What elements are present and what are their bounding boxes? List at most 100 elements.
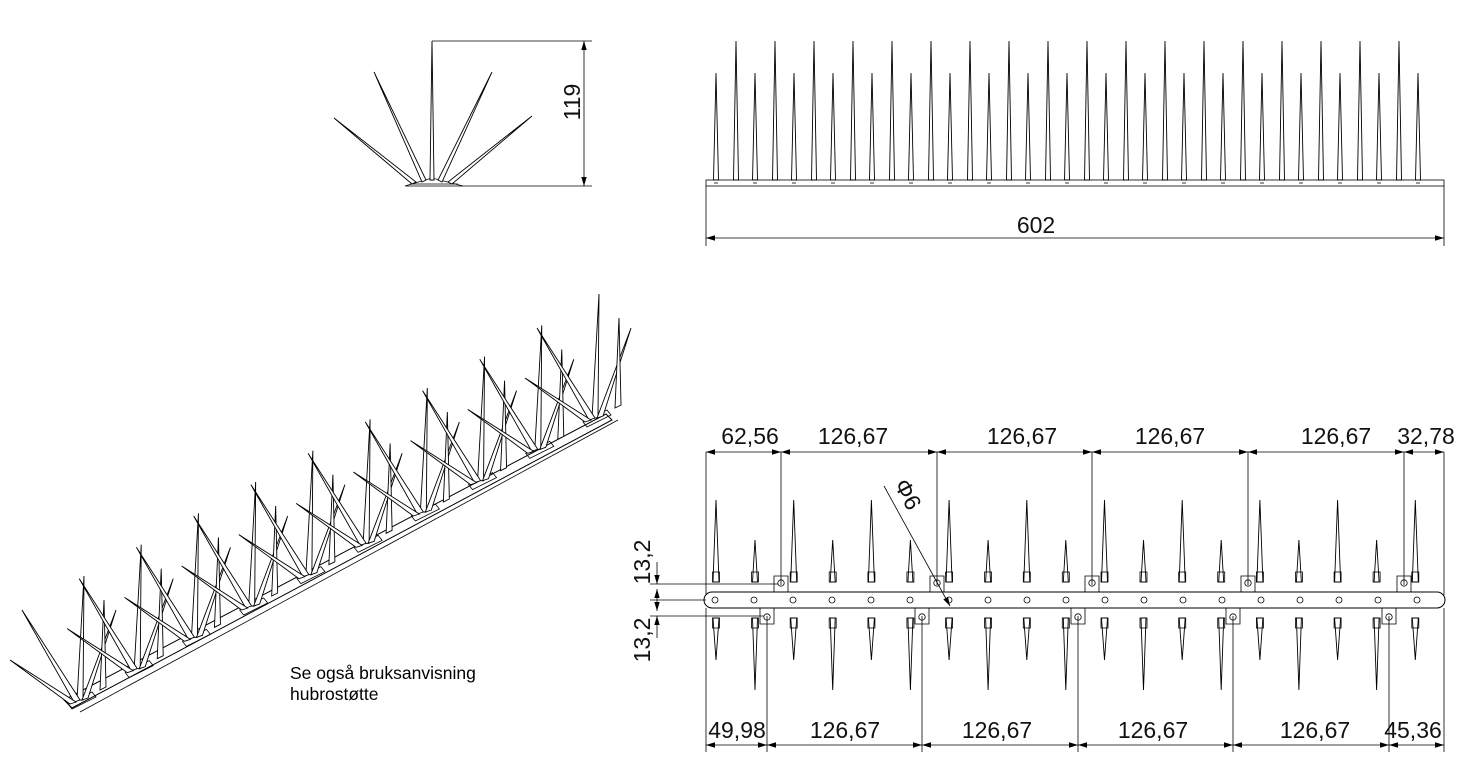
top-spike-short-down-clip [1139,617,1148,629]
top-spike-short-down-clip [984,617,992,629]
top-spike-short-up [985,539,992,583]
top-spike-long-down-clip [789,617,798,629]
front-spike-tall [1084,40,1090,181]
bottom-dimension-chain: 49,98 126,67 126,67 126,67 126,67 45,36 [705,608,1445,752]
top-spike-short-down [1373,617,1380,691]
top-spike-short-up [1140,539,1147,583]
top-spike-long-down [1023,617,1031,661]
top-spike-long-up-clip [1333,571,1342,583]
front-spike-short [1298,72,1304,181]
top-spike-long-up-clip [1411,571,1420,583]
top-spike-short-up [907,539,914,583]
strip-hole [1218,596,1226,604]
top-spike-short-down [829,617,836,691]
top-spike-long-down-clip [1333,617,1342,629]
top-spike-long-down-clip [712,617,720,629]
front-spike-tall [1357,40,1363,181]
bottom-dim-4: 126,67 [1118,717,1188,743]
iso-spike-low [181,565,249,611]
top-spike-short-down [1218,617,1225,691]
front-spike-tall [1045,40,1051,181]
top-spike-short-down-clip [1217,617,1226,629]
front-spike-short [1337,72,1343,181]
top-spike-short-down [907,617,914,691]
top-spike-long-down [867,617,875,661]
front-spike-tall [1279,40,1285,181]
front-spike-short [1376,72,1382,181]
front-spike-tall [928,40,934,181]
top-spike-long-down [1334,617,1342,661]
left-dimension-chain: 13,2 13,2 [629,540,778,663]
top-spike-long-up [1101,499,1108,583]
iso-spike-low [410,440,478,486]
bottom-dim-5: 126,67 [1280,717,1350,743]
front-spike-short [986,72,992,181]
strip-hole [1101,596,1109,604]
front-spike-short [1064,72,1070,181]
top-dim-4: 126,67 [1135,423,1205,449]
front-spike-short [830,72,836,181]
left-dim-lower: 13,2 [629,618,655,663]
front-spike-short [791,72,797,181]
top-spike-short-up [829,539,836,583]
top-spike-long-up [790,499,798,583]
top-spike-short-down-clip [1295,617,1303,629]
top-spike-long-up [1256,499,1264,583]
iso-spike-right [539,359,575,451]
front-spike-short [1181,72,1187,181]
left-dim-upper: 13,2 [629,540,655,585]
top-dimension-chain: 62,56 126,67 126,67 126,67 126,67 32,78 [705,423,1455,595]
iso-spike-left [136,547,196,640]
front-spike-tall [733,40,739,181]
top-spike-short-up [752,539,758,583]
front-spike-short [713,72,719,181]
top-spike-long-up-clip [1022,571,1031,583]
bottom-dim-1: 49,98 [708,717,766,743]
strip-hole [906,596,914,604]
top-spike-long-down-clip [867,617,876,629]
top-dim-1: 62,56 [721,423,779,449]
top-spike-short-up-clip [1061,571,1070,583]
iso-spike-low [9,659,78,705]
top-spike-short-down [985,617,992,691]
front-spike-tall [1201,40,1207,181]
top-spike-short-down [1295,617,1302,691]
top-dim-6: 32,78 [1397,423,1455,449]
note-line-2: hubrostøtte [290,684,379,704]
length-dimension: 602 [1017,212,1055,238]
iso-spike-right [596,327,632,419]
top-spike-long-down [1178,617,1186,661]
iso-spike-left [21,609,81,703]
top-spike-long-up-clip [1100,571,1109,583]
iso-spike-left [364,421,425,515]
front-spike-tall [1123,40,1129,181]
side-view: 119 [333,40,592,187]
iso-spike-low [66,628,135,674]
front-spike-tall [811,40,817,181]
top-spike-long-up [712,499,720,583]
top-spike-short-down-clip [828,617,837,629]
note-line-1: Se også bruksanvisning [290,663,476,683]
iso-spike-tall [591,293,600,419]
front-spike-short [1142,72,1148,181]
front-spike-tall [1162,40,1168,181]
strip-hole [1374,596,1382,604]
mounting-holes [711,575,1421,625]
strip-hole [1140,596,1148,604]
front-spike-tall [1240,40,1246,181]
top-spike-long-down-clip [1411,617,1420,629]
top-spike-rows [712,499,1420,691]
strip-hole [867,596,875,604]
iso-spike-low [353,471,421,517]
iso-spike-right [195,547,231,639]
top-view: 62,56 126,67 126,67 126,67 126,67 32,78 … [629,423,1455,752]
top-spike-short-up-clip [984,571,992,583]
top-spike-long-up [867,499,875,583]
top-spike-long-up-clip [1256,571,1264,583]
top-spike-long-down [945,617,953,661]
front-spike-short [1025,72,1031,181]
top-dim-3: 126,67 [987,423,1057,449]
front-spike-short [1259,72,1265,181]
top-spike-long-down [1411,617,1419,661]
